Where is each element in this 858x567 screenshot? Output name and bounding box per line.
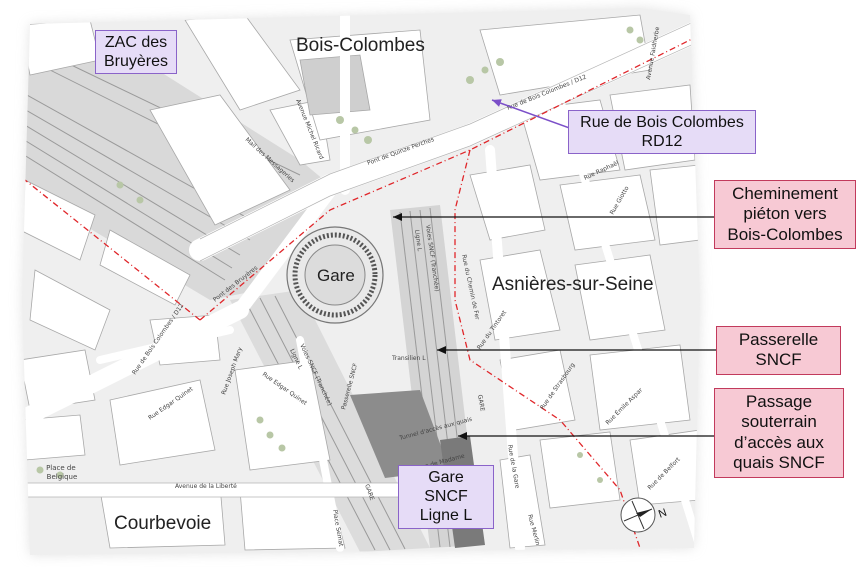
compass-north-label: N <box>657 507 669 521</box>
place-courbevoie: Courbevoie <box>114 513 212 534</box>
platforms <box>350 390 450 478</box>
place-belgique-line2: Belgique <box>47 473 78 481</box>
callout-rue-bois-colombes: Rue de Bois Colombes RD12 <box>568 110 756 155</box>
callout-passerelle: Passerelle SNCF <box>716 326 841 375</box>
place-belgique-label: Place de Belgique <box>46 464 78 481</box>
commune-boundary-west <box>24 179 201 321</box>
roads <box>22 8 700 553</box>
place-gare: Gare <box>317 266 355 285</box>
callout-cheminement: Cheminement piéton vers Bois-Colombes <box>714 180 856 250</box>
callout-passage: Passage souterrain d’accès aux quais SNC… <box>714 388 844 478</box>
callout-zac-bruyeres: ZAC des Bruyères <box>95 30 177 75</box>
trees <box>36 26 644 483</box>
street-label: GARE <box>476 394 486 412</box>
street-label: Avenue de la Liberté <box>175 483 237 490</box>
callout-gare-sncf: Gare SNCF Ligne L <box>398 465 494 529</box>
gare-rotunda <box>286 226 384 324</box>
compass-rose: N <box>620 497 669 533</box>
place-belgique-line1: Place de <box>46 464 76 472</box>
commune-boundary-east <box>454 149 641 549</box>
callout-arrows <box>393 99 722 440</box>
arrow-rue-bois-colombes <box>491 99 576 131</box>
place-asnieres: Asnières-sur-Seine <box>492 274 654 295</box>
street-label: Transilien L <box>391 355 426 362</box>
street-label: Ligne L <box>413 229 423 252</box>
place-bois-colombes: Bois-Colombes <box>296 35 425 56</box>
